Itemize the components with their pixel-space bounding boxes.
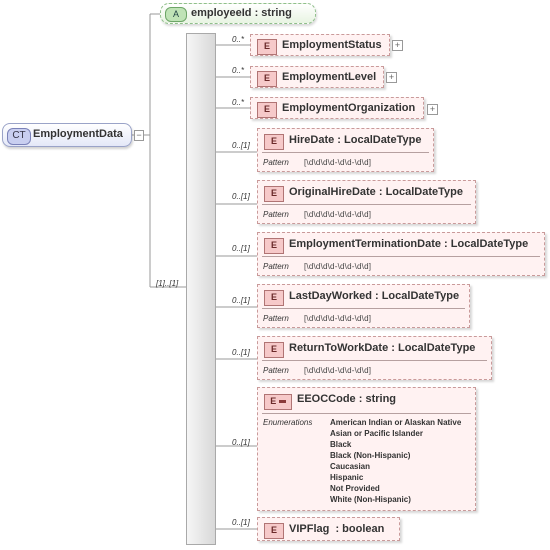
complex-type-node[interactable]: CT EmploymentData xyxy=(2,123,132,147)
element-badge: E xyxy=(264,394,292,410)
element-name: EEOCCode : string xyxy=(297,393,397,405)
element-name: EmploymentStatus xyxy=(282,39,382,51)
element-badge: E xyxy=(264,342,284,358)
enumeration-value: Not Provided xyxy=(330,484,380,493)
enumeration-value: White (Non-Hispanic) xyxy=(330,495,411,504)
element-badge: E xyxy=(264,134,284,150)
facet-value: [\d\d\d\d-\d\d-\d\d] xyxy=(304,314,372,323)
element-badge: E xyxy=(264,523,284,539)
element-cardinality: 0..[1] xyxy=(232,192,250,201)
element-name: OriginalHireDate : LocalDateType xyxy=(289,186,464,198)
element-cardinality: 0..* xyxy=(232,35,245,44)
element-name: HireDate : LocalDateType xyxy=(289,134,422,146)
element-badge: E xyxy=(264,238,284,254)
facet-divider xyxy=(262,152,429,153)
facet-divider xyxy=(262,308,465,309)
facet-value: [\d\d\d\d-\d\d-\d\d] xyxy=(304,210,372,219)
facet-divider xyxy=(262,413,471,414)
element-node-employment-termination-date[interactable]: E EmploymentTerminationDate : LocalDateT… xyxy=(257,232,545,276)
element-badge: E xyxy=(257,39,277,55)
facet-divider xyxy=(262,204,471,205)
element-name: EmploymentOrganization xyxy=(282,102,416,114)
element-name: LastDayWorked : LocalDateType xyxy=(289,290,460,302)
element-node-return-to-work-date[interactable]: E ReturnToWorkDate : LocalDateType Patte… xyxy=(257,336,492,380)
enumeration-value: Hispanic xyxy=(330,473,364,482)
element-node-eeoc-code[interactable]: E EEOCCode : string Enumerations America… xyxy=(257,387,476,511)
element-node-hire-date[interactable]: E HireDate : LocalDateType Pattern [\d\d… xyxy=(257,128,434,172)
element-node-employment-level[interactable]: E EmploymentLevel xyxy=(250,66,384,88)
complex-type-badge: CT xyxy=(7,128,31,145)
element-name: EmploymentTerminationDate : LocalDateTyp… xyxy=(289,238,529,250)
element-badge: E xyxy=(264,290,284,306)
element-cardinality: 0..* xyxy=(232,98,245,107)
facet-divider xyxy=(262,360,487,361)
element-badge: E xyxy=(257,102,277,118)
attribute-label: employeeId : string xyxy=(191,7,292,19)
element-cardinality: 0..[1] xyxy=(232,244,250,253)
element-node-employment-status[interactable]: E EmploymentStatus xyxy=(250,34,390,56)
enumeration-value: Black (Non-Hispanic) xyxy=(330,451,411,460)
enumeration-value: Caucasian xyxy=(330,462,371,471)
facet-value: [\d\d\d\d-\d\d-\d\d] xyxy=(304,262,372,271)
facet-label: Pattern xyxy=(263,210,289,219)
complex-type-name: EmploymentData xyxy=(33,128,123,140)
sequence-compositor[interactable] xyxy=(186,33,216,545)
facet-label: Pattern xyxy=(263,262,289,271)
enumeration-value: Black xyxy=(330,440,352,449)
facet-value: [\d\d\d\d-\d\d-\d\d] xyxy=(304,366,372,375)
element-cardinality: 0..[1] xyxy=(232,296,250,305)
enumeration-value: American Indian or Alaskan Native xyxy=(330,418,462,427)
expand-icon[interactable]: + xyxy=(386,72,397,83)
attribute-badge: A xyxy=(165,7,187,22)
sequence-cardinality: [1]..[1] xyxy=(156,279,179,288)
element-cardinality: 0..[1] xyxy=(232,438,250,447)
element-node-employment-organization[interactable]: E EmploymentOrganization xyxy=(250,97,424,119)
facet-label: Pattern xyxy=(263,366,289,375)
element-name: VIPFlag : boolean xyxy=(289,523,385,535)
facet-label: Pattern xyxy=(263,314,289,323)
element-name: ReturnToWorkDate : LocalDateType xyxy=(289,342,476,354)
facet-label: Pattern xyxy=(263,158,289,167)
facet-divider xyxy=(262,256,540,257)
expand-icon[interactable]: + xyxy=(392,40,403,51)
enumeration-value: Asian or Pacific Islander xyxy=(330,429,423,438)
element-name: EmploymentLevel xyxy=(282,71,377,83)
element-node-original-hire-date[interactable]: E OriginalHireDate : LocalDateType Patte… xyxy=(257,180,476,224)
facet-label: Enumerations xyxy=(263,418,313,427)
element-cardinality: 0..[1] xyxy=(232,141,250,150)
element-cardinality: 0..[1] xyxy=(232,518,250,527)
element-node-vip-flag[interactable]: E VIPFlag : boolean xyxy=(257,517,400,541)
element-node-last-day-worked[interactable]: E LastDayWorked : LocalDateType Pattern … xyxy=(257,284,470,328)
expand-icon[interactable]: + xyxy=(427,104,438,115)
simple-type-icon xyxy=(278,400,286,404)
facet-value: [\d\d\d\d-\d\d-\d\d] xyxy=(304,158,372,167)
element-cardinality: 0..[1] xyxy=(232,348,250,357)
element-badge: E xyxy=(264,186,284,202)
element-cardinality: 0..* xyxy=(232,66,245,75)
collapse-icon[interactable]: − xyxy=(134,130,144,141)
element-badge: E xyxy=(257,71,277,87)
attribute-node[interactable]: A employeeId : string xyxy=(160,3,316,24)
